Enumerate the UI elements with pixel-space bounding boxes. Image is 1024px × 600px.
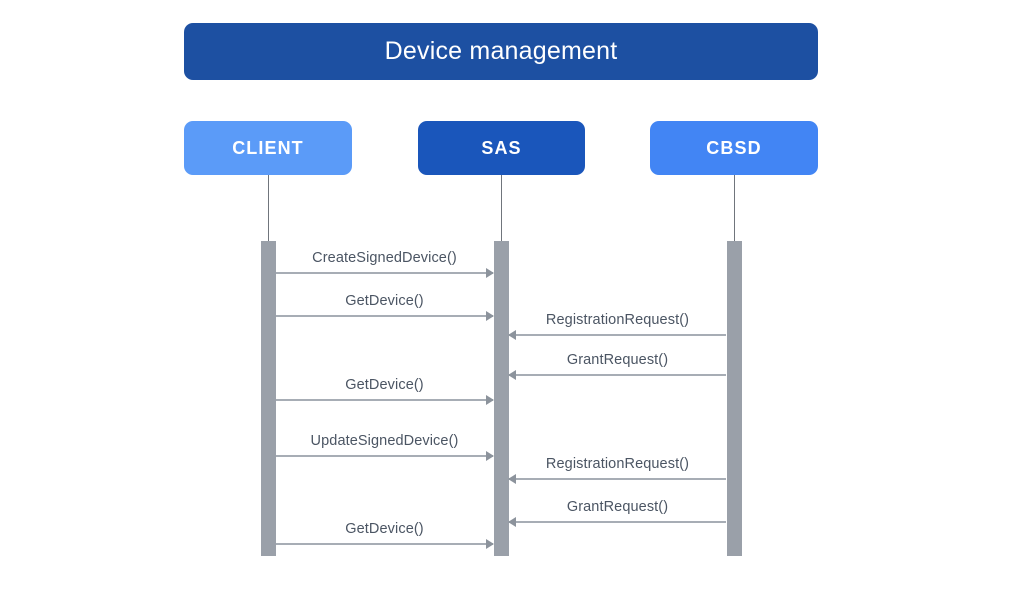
- message-arrowhead-right: [486, 395, 494, 405]
- activation-bar-sas: [494, 241, 509, 556]
- participant-cbsd[interactable]: CBSD: [650, 121, 818, 175]
- message-label: GrantRequest(): [566, 499, 669, 515]
- activation-bar-cbsd: [727, 241, 742, 556]
- message-label: GetDevice(): [345, 521, 424, 537]
- message-arrowhead-right: [486, 311, 494, 321]
- message-line: [509, 521, 726, 523]
- message-line: [276, 315, 493, 317]
- page-title: Device management: [384, 37, 618, 65]
- message-line: [509, 334, 726, 336]
- participant-label: CLIENT: [232, 137, 304, 158]
- message-arrowhead-left: [508, 370, 516, 380]
- participant-label: SAS: [481, 137, 522, 158]
- message-label: RegistrationRequest(): [545, 312, 690, 328]
- activation-bar-client: [261, 241, 276, 556]
- message-arrowhead-right: [486, 451, 494, 461]
- message-label: CreateSignedDevice(): [312, 250, 457, 266]
- participant-client[interactable]: CLIENT: [184, 121, 352, 175]
- message-arrowhead-left: [508, 517, 516, 527]
- message-arrowhead-left: [508, 330, 516, 340]
- message-label: GrantRequest(): [566, 352, 669, 368]
- message-line: [509, 374, 726, 376]
- message-line: [276, 272, 493, 274]
- message-label: GetDevice(): [345, 293, 424, 309]
- message-line: [276, 543, 493, 545]
- message-line: [509, 478, 726, 480]
- diagram-title-bar: Device management: [184, 23, 818, 80]
- participant-label: CBSD: [706, 137, 762, 158]
- message-label: UpdateSignedDevice(): [310, 433, 459, 449]
- message-label: GetDevice(): [345, 377, 424, 393]
- message-line: [276, 455, 493, 457]
- message-arrowhead-left: [508, 474, 516, 484]
- participant-sas[interactable]: SAS: [418, 121, 585, 175]
- message-arrowhead-right: [486, 268, 494, 278]
- message-label: RegistrationRequest(): [545, 456, 690, 472]
- message-line: [276, 399, 493, 401]
- message-arrowhead-right: [486, 539, 494, 549]
